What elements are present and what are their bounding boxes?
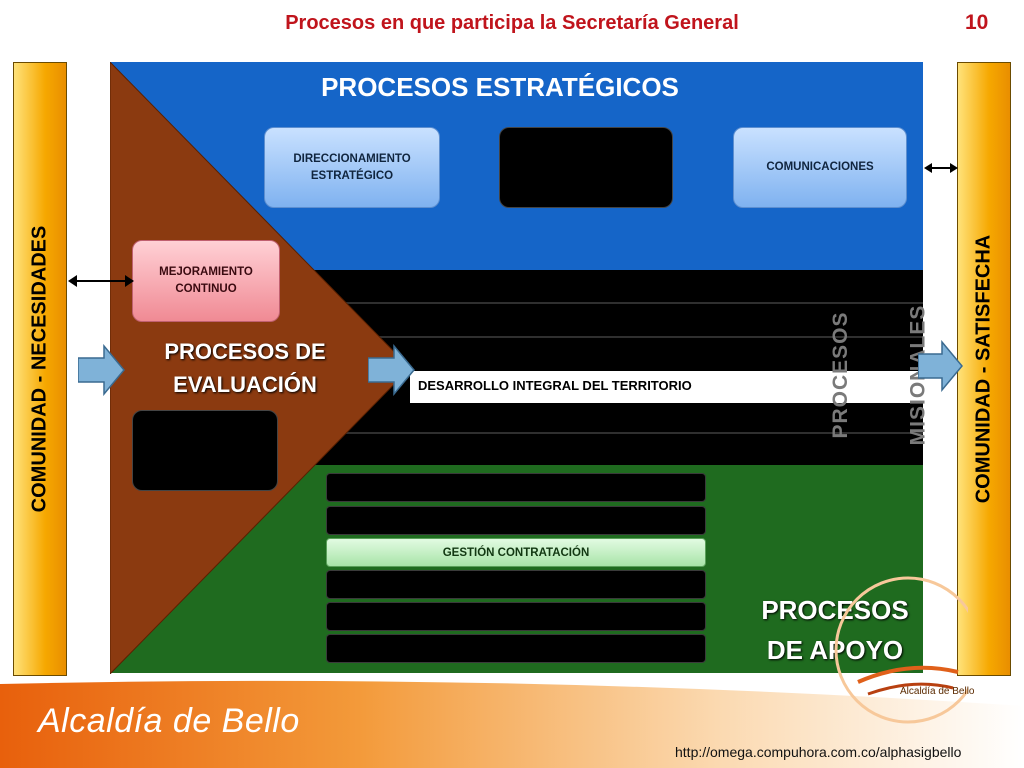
missional-label-line1: PROCESOS [828, 311, 852, 439]
double-arrow-right-icon [924, 163, 958, 173]
double-arrow-left-icon [68, 275, 134, 287]
missional-processes-label: PROCESOS MISIONALES [829, 300, 930, 450]
input-arrow-icon [78, 344, 125, 396]
community-needs-label: COMUNIDAD - NECESIDADES [28, 225, 51, 513]
evaluation-triangle [110, 62, 410, 674]
evaluation-processes-title: PROCESOS DE EVALUACIÓN [125, 335, 365, 401]
output-arrow-icon [918, 340, 963, 392]
footer-url[interactable]: http://omega.compuhora.com.co/alphasigbe… [675, 744, 962, 760]
support-row[interactable] [326, 602, 706, 631]
support-row[interactable] [326, 570, 706, 599]
direccionamiento-estrategico-box[interactable]: DIRECCIONAMIENTO ESTRATÉGICO [264, 127, 440, 208]
missional-row-divider [330, 432, 923, 434]
evaluation-arrow-icon [368, 344, 415, 396]
strategic-processes-title: PROCESOS ESTRATÉGICOS [321, 72, 679, 102]
desarrollo-integral-label: DESARROLLO INTEGRAL DEL TERRITORIO [418, 378, 692, 393]
evaluation-hidden-box[interactable] [132, 410, 278, 491]
community-satisfied-label: COMUNIDAD - SATISFECHA [972, 234, 995, 504]
mejoramiento-continuo-box[interactable]: MEJORAMIENTO CONTINUO [132, 240, 280, 322]
missional-row-highlighted[interactable] [410, 371, 923, 403]
logo-caption: Alcaldía de Bello [900, 686, 975, 697]
footer-brand: Alcaldía de Bello [38, 702, 300, 740]
footer-band [0, 680, 1024, 768]
support-row[interactable] [326, 506, 706, 535]
page-number: 10 [965, 11, 989, 34]
support-title-line1: PROCESOS [761, 595, 909, 625]
community-needs-bar: COMUNIDAD - NECESIDADES [13, 62, 67, 676]
support-row[interactable] [326, 634, 706, 663]
evaluation-title-line2: EVALUACIÓN [173, 372, 317, 397]
missional-row-divider [330, 302, 923, 304]
support-processes-title: PROCESOS DE APOYO [740, 590, 930, 670]
missional-row-divider [330, 336, 923, 338]
strategic-hidden-box[interactable] [499, 127, 673, 208]
gestion-contratacion-box[interactable]: GESTIÓN CONTRATACIÓN [326, 538, 706, 567]
slide-title: Procesos en que participa la Secretaría … [285, 12, 739, 34]
support-row[interactable] [326, 473, 706, 502]
evaluation-title-line1: PROCESOS DE [164, 339, 326, 364]
municipal-logo-icon [834, 576, 968, 724]
comunicaciones-box[interactable]: COMUNICACIONES [733, 127, 907, 208]
